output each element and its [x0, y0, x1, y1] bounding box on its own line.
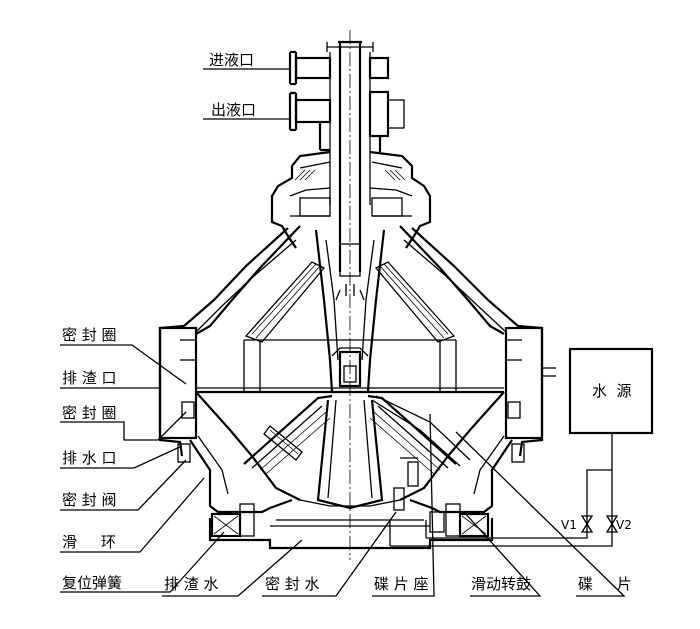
label-slag-water: 排 渣 水 [164, 575, 219, 593]
label-reset-spring: 复位弹簧 [62, 574, 122, 592]
label-water-source: 水 源 [592, 382, 632, 400]
label-inlet: 进液口 [209, 51, 254, 69]
label-valve-v2: V2 [616, 518, 632, 532]
bottom-seals [210, 503, 490, 538]
label-disc: 碟 片 [578, 575, 632, 593]
label-drain-port: 排 水 口 [62, 449, 117, 467]
feed-pipe-assembly [288, 30, 405, 560]
water-source-box [568, 347, 654, 435]
valve-v2-icon [605, 515, 619, 526]
bowl-drum [195, 225, 505, 511]
label-valve-v1: V1 [561, 518, 577, 532]
leader-lines [60, 68, 626, 597]
label-seal-ring-2: 密 封 圈 [62, 404, 117, 422]
label-sliding-drum: 滑动转鼓 [471, 575, 531, 593]
label-outlet: 出液口 [211, 101, 256, 119]
label-seal-ring-1: 密 封 圈 [62, 326, 117, 344]
label-slag-port: 排 渣 口 [62, 369, 117, 387]
water-source-system [389, 347, 654, 547]
outer-casing [158, 227, 556, 550]
label-seal-valve: 密 封 阀 [62, 491, 117, 509]
valve-v1-icon [580, 515, 594, 526]
label-slip-ring: 滑 环 [62, 533, 116, 551]
label-disc-seat: 碟 片 座 [374, 575, 429, 593]
upper-cover [270, 150, 432, 249]
labels: 进液口 出液口 密 封 圈 排 渣 口 密 封 圈 排 水 口 密 封 阀 滑 … [62, 51, 632, 593]
label-seal-water: 密 封 水 [265, 575, 320, 593]
